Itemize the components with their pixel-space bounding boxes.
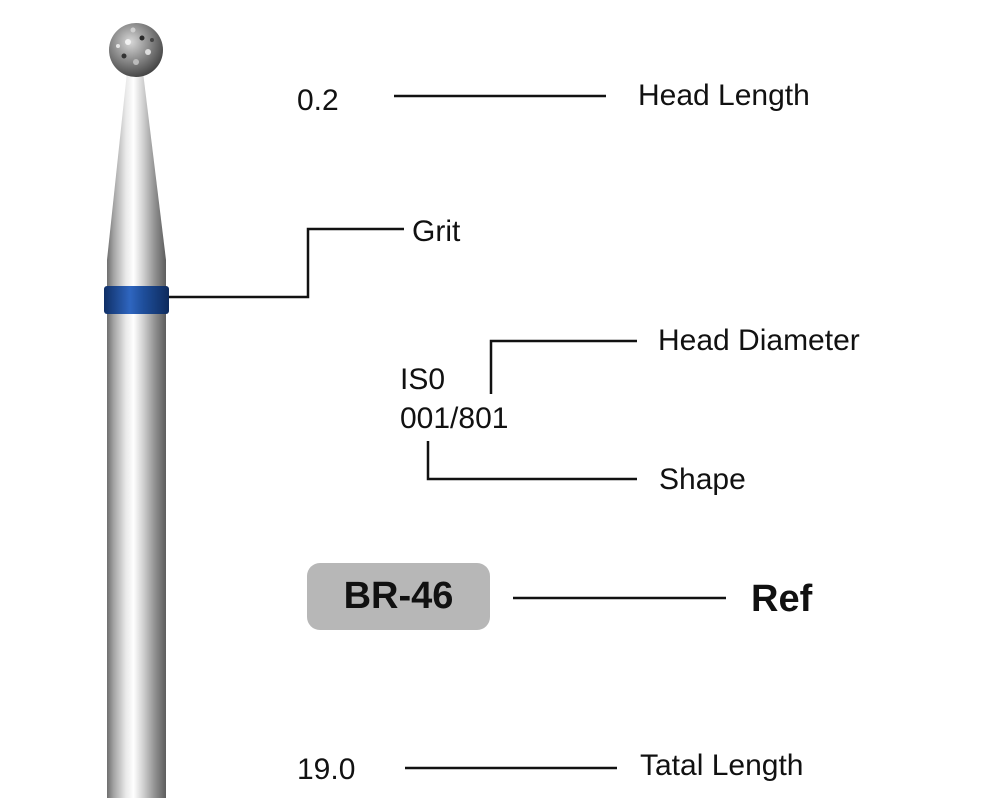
head-diameter-label: Head Diameter [658,324,860,357]
bur-neck [107,72,166,290]
head-diameter-leader [489,339,637,394]
iso-line2: 001/801 [400,402,509,435]
ref-code-value: BR-46 [343,575,454,617]
ref-code-badge: BR-46 [307,563,490,630]
shape-leader [426,441,637,481]
iso-line1: IS0 [400,363,446,396]
shape-label: Shape [659,463,746,496]
diamond-head [109,23,163,77]
total-length-label: Tatal Length [640,749,804,782]
bur-shank [107,312,166,798]
grit-color-band [104,286,169,314]
head-length-label: Head Length [638,79,810,112]
ref-label: Ref [751,578,813,620]
total-length-value: 19.0 [297,753,356,786]
head-length-value: 0.2 [297,84,339,117]
grit-leader [169,227,404,299]
grit-label: Grit [412,215,461,248]
